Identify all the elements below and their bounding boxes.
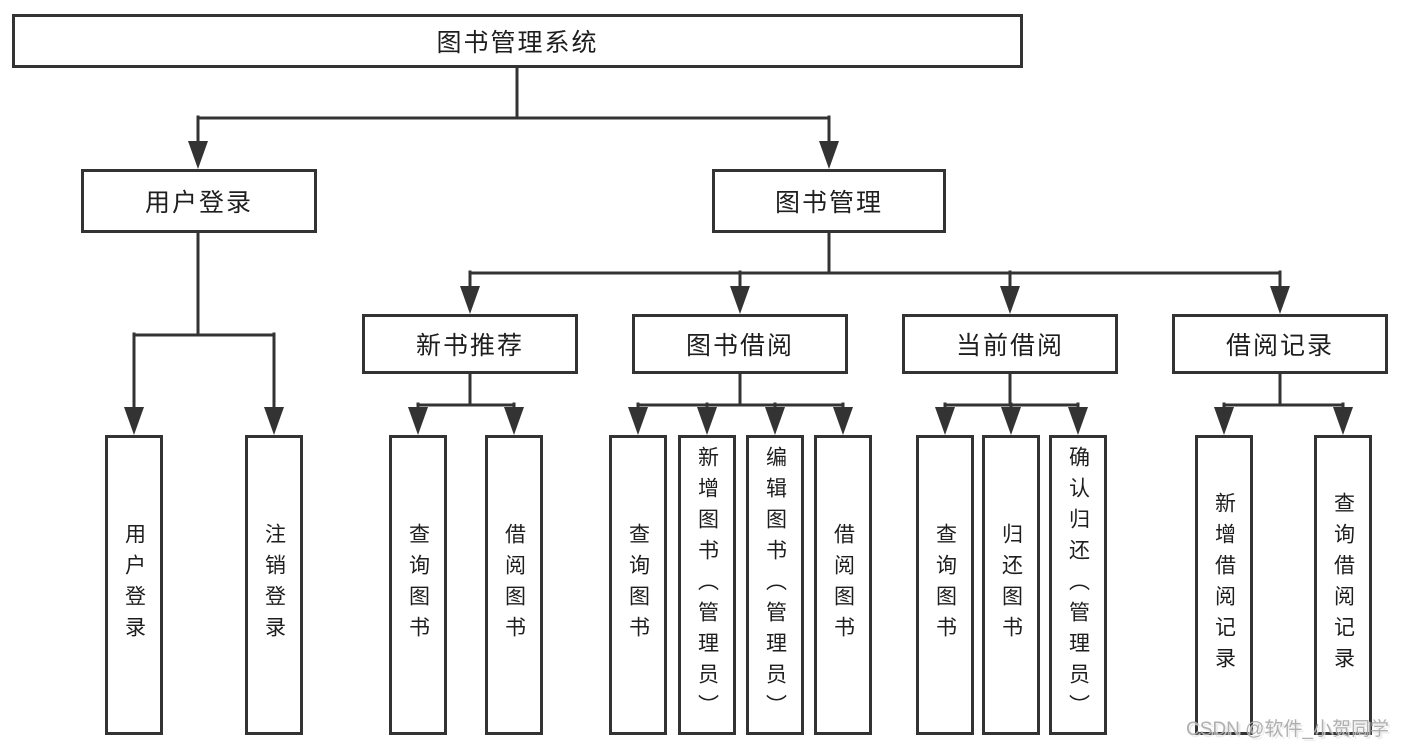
arrow-down-icon bbox=[1001, 407, 1021, 435]
leaf-query-books-recommend: 查询图书 bbox=[389, 435, 447, 735]
arrow-down-icon bbox=[408, 407, 428, 435]
node-book-management: 图书管理 bbox=[712, 169, 946, 233]
node-borrowing-records: 借阅记录 bbox=[1172, 314, 1388, 374]
connector-new-book-children bbox=[416, 372, 516, 411]
arrow-down-icon bbox=[188, 141, 208, 169]
node-current-borrowing: 当前借阅 bbox=[902, 314, 1118, 374]
arrow-down-icon bbox=[1000, 286, 1020, 314]
arrow-down-icon bbox=[504, 407, 524, 435]
connector-borrowing-records-children bbox=[1222, 372, 1345, 411]
arrow-down-icon bbox=[460, 286, 480, 314]
leaf-logout: 注销登录 bbox=[245, 435, 303, 735]
leaf-add-books-admin: 新增图书（管理员） bbox=[678, 435, 736, 735]
arrow-down-icon bbox=[264, 407, 284, 435]
connector-book-management-children bbox=[468, 231, 1282, 290]
arrow-down-icon bbox=[833, 407, 853, 435]
leaf-query-books-borrowing: 查询图书 bbox=[609, 435, 667, 735]
leaf-return-books: 归还图书 bbox=[982, 435, 1040, 735]
leaf-confirm-return-admin: 确认归还（管理员） bbox=[1049, 435, 1107, 735]
arrowheads bbox=[124, 141, 1353, 435]
arrow-down-icon bbox=[1270, 286, 1290, 314]
arrow-down-icon bbox=[765, 407, 785, 435]
arrow-down-icon bbox=[124, 407, 144, 435]
leaf-query-borrow-record: 查询借阅记录 bbox=[1314, 435, 1372, 735]
leaf-add-borrow-record: 新增借阅记录 bbox=[1195, 435, 1253, 735]
arrow-down-icon bbox=[935, 407, 955, 435]
node-library-management-system: 图书管理系统 bbox=[12, 14, 1023, 68]
arrow-down-icon bbox=[697, 407, 717, 435]
leaf-user-login: 用户登录 bbox=[105, 435, 163, 735]
arrow-down-icon bbox=[819, 141, 839, 169]
leaf-query-books-current: 查询图书 bbox=[916, 435, 974, 735]
arrow-down-icon bbox=[1333, 407, 1353, 435]
node-new-book-recommendation: 新书推荐 bbox=[362, 314, 578, 374]
node-book-borrowing: 图书借阅 bbox=[632, 314, 848, 374]
watermark-text: CSDN @软件_小贺同学 bbox=[1186, 719, 1389, 740]
leaf-borrow-books-recommend: 借阅图书 bbox=[485, 435, 543, 735]
connector-current-borrowing-children bbox=[943, 372, 1080, 411]
arrow-down-icon bbox=[1068, 407, 1088, 435]
connector-root-to-level2 bbox=[196, 66, 831, 146]
leaf-edit-books-admin: 编辑图书（管理员） bbox=[746, 435, 804, 735]
arrow-down-icon bbox=[1214, 407, 1234, 435]
arrow-down-icon bbox=[628, 407, 648, 435]
node-user-login: 用户登录 bbox=[81, 169, 317, 233]
connector-user-login-children bbox=[132, 231, 276, 411]
leaf-borrow-books-borrowing: 借阅图书 bbox=[814, 435, 872, 735]
arrow-down-icon bbox=[730, 286, 750, 314]
connector-book-borrowing-children bbox=[636, 372, 845, 411]
